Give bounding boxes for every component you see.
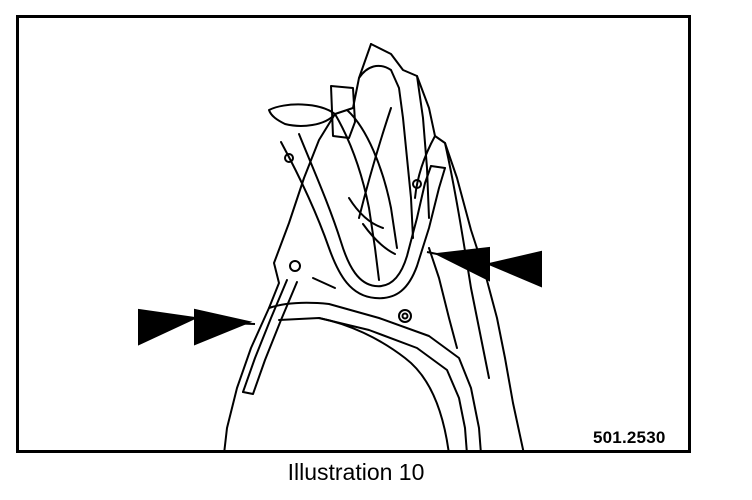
side-trim-strip-outer (242, 279, 288, 393)
retainer-band-inner (298, 133, 432, 288)
internal-detail-3 (312, 277, 336, 289)
fastener-hole-right (412, 179, 422, 189)
internal-detail-2 (362, 223, 396, 255)
double-arrow-left-icon (426, 246, 542, 288)
seat-side-contour-1 (444, 142, 490, 379)
seat-trim-line-drawing (138, 43, 542, 450)
fastener-hole-upper (284, 153, 294, 163)
retainer-band-end (430, 165, 446, 169)
frame-side-inner (416, 75, 430, 219)
fastener-hole-center (398, 309, 412, 323)
figure-caption: Illustration 10 (287, 459, 425, 485)
lower-panel-edge (268, 301, 482, 450)
upper-cover-flap (268, 103, 336, 127)
retainer-band-outer (280, 141, 446, 300)
wire-bundle-1 (334, 113, 380, 281)
wire-bundle-3 (358, 107, 392, 219)
headrest-tab (330, 85, 356, 139)
lower-panel-contour (318, 317, 450, 450)
seat-back-outline-right (370, 43, 525, 450)
double-arrow-right-icon (138, 308, 256, 346)
seat-side-contour-3 (414, 135, 436, 199)
internal-detail-1 (348, 197, 384, 229)
fastener-hole-center-inner (401, 312, 409, 320)
fastener-hole-left (289, 260, 301, 272)
illustration-frame: 501.2530 (16, 15, 691, 453)
side-trim-strip-inner (242, 281, 298, 395)
headrest-guide (358, 64, 414, 239)
seat-back-outline (223, 43, 372, 450)
figure-reference-number: 501.2530 (593, 428, 666, 447)
seat-side-contour-2 (428, 247, 458, 349)
